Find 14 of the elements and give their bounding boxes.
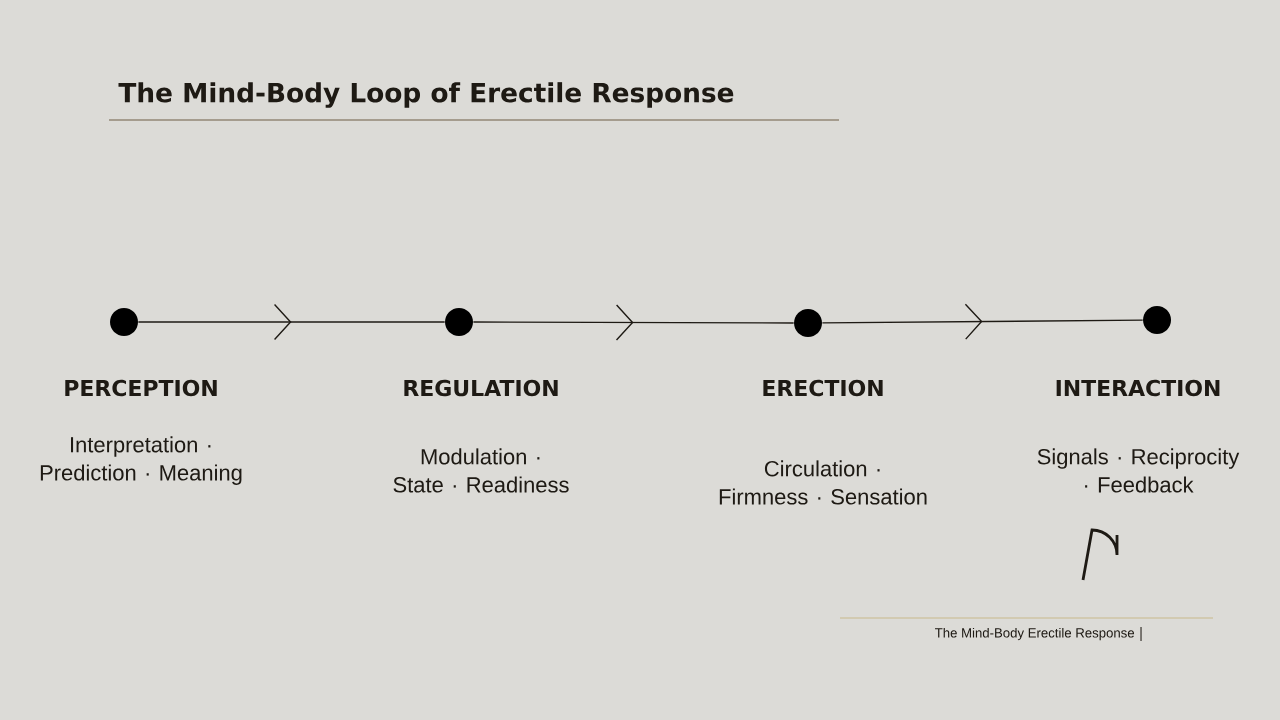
stage-description: Interpretation · Prediction · Meaning xyxy=(40,436,242,485)
stage-description: Modulation · State · Readiness xyxy=(393,448,569,493)
stage-heading: INTERACTION xyxy=(1056,379,1220,397)
dot xyxy=(445,308,473,336)
title: The Mind-Body Loop of Erectile Response xyxy=(118,82,734,108)
stage-heading: REGULATION xyxy=(404,379,558,397)
stage-heading: PERCEPTION xyxy=(65,379,217,397)
dot xyxy=(794,309,822,337)
dot xyxy=(1143,306,1171,334)
stage-heading: ERECTION xyxy=(763,379,883,397)
footer-text: The Mind-Body Erectile Response xyxy=(935,627,1135,641)
dot xyxy=(110,308,138,336)
stage-description: Signals · Reciprocity · Feedback xyxy=(1037,448,1240,493)
stage-description: Circulation · Firmness · Sensation xyxy=(719,460,927,505)
